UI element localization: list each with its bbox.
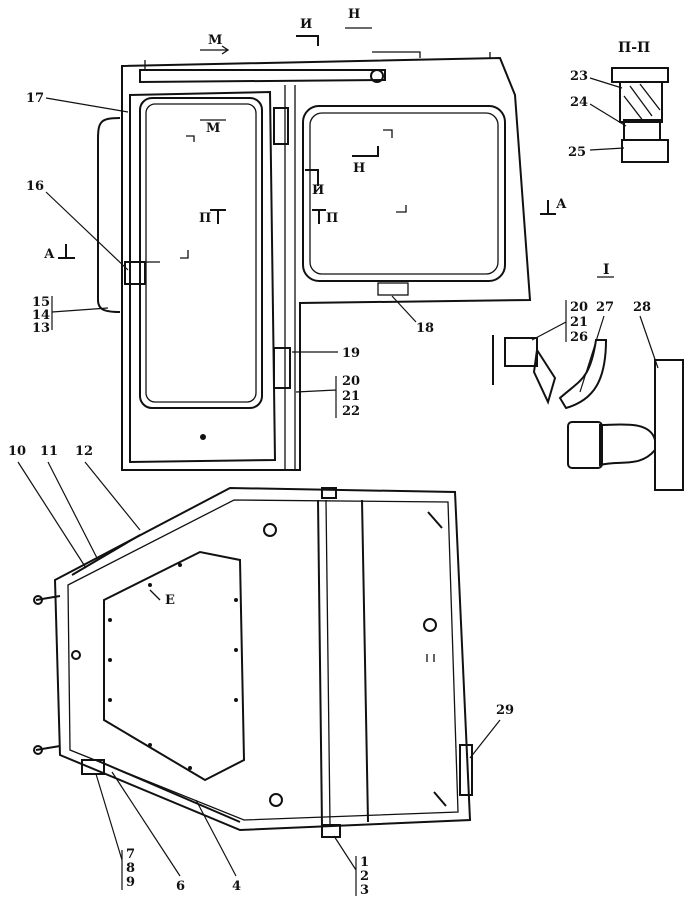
label-detail_mark: I xyxy=(603,262,610,278)
label-c19: 19 xyxy=(342,346,360,361)
label-c9: 9 xyxy=(126,875,135,890)
floor-plan-view xyxy=(33,486,473,838)
upper-callouts: 17 16 15 14 13 18 19 20 21 22 xyxy=(26,91,434,419)
label-c4: 4 xyxy=(232,879,241,894)
label-c21b: 21 xyxy=(570,315,588,330)
section-marks: М М И И Н Н П П А А Е xyxy=(44,7,567,608)
label-c24: 24 xyxy=(570,95,588,110)
label-c25: 25 xyxy=(568,145,586,160)
label-c20: 20 xyxy=(342,374,360,389)
label-section_title: П-П xyxy=(618,40,650,56)
label-c1: 1 xyxy=(360,855,369,870)
label-c16: 16 xyxy=(26,179,44,194)
label-m_top: М xyxy=(208,33,222,48)
label-e_mark: Е xyxy=(165,593,175,608)
label-c27: 27 xyxy=(596,300,614,315)
label-c8: 8 xyxy=(126,861,135,876)
label-c22: 22 xyxy=(342,404,360,419)
label-a_left: А xyxy=(44,247,55,262)
lower-callouts: 10 11 12 29 7 8 9 6 4 1 2 3 xyxy=(8,444,514,898)
label-c12: 12 xyxy=(75,444,93,459)
label-i_mid: И xyxy=(312,183,324,198)
section-p-p: П-П 23 24 25 xyxy=(568,40,669,163)
label-n_top: Н xyxy=(348,7,360,22)
label-c23: 23 xyxy=(570,69,588,84)
label-c20b: 20 xyxy=(570,300,588,315)
label-c7: 7 xyxy=(126,847,135,862)
label-a_right: А xyxy=(556,197,567,212)
label-c21: 21 xyxy=(342,389,360,404)
detail-i: I 20 21 26 27 28 xyxy=(492,262,684,491)
label-c10: 10 xyxy=(8,444,26,459)
label-c18: 18 xyxy=(416,321,434,336)
label-p_mid: П xyxy=(199,211,211,226)
label-c28: 28 xyxy=(633,300,651,315)
label-c14: 14 xyxy=(32,308,50,323)
label-c29: 29 xyxy=(496,703,514,718)
cab-side-view xyxy=(97,51,532,471)
label-i_top: И xyxy=(300,17,312,32)
label-c2: 2 xyxy=(360,869,369,884)
label-c11: 11 xyxy=(40,444,58,459)
label-c6: 6 xyxy=(176,879,185,894)
label-m_mid: М xyxy=(206,121,220,136)
label-c17: 17 xyxy=(26,91,44,106)
label-c13: 13 xyxy=(32,321,50,336)
label-n_mid: Н xyxy=(353,161,365,176)
label-c15: 15 xyxy=(32,295,50,310)
label-c26: 26 xyxy=(570,330,588,345)
label-c3: 3 xyxy=(360,883,369,898)
label-p_right: П xyxy=(326,211,338,226)
